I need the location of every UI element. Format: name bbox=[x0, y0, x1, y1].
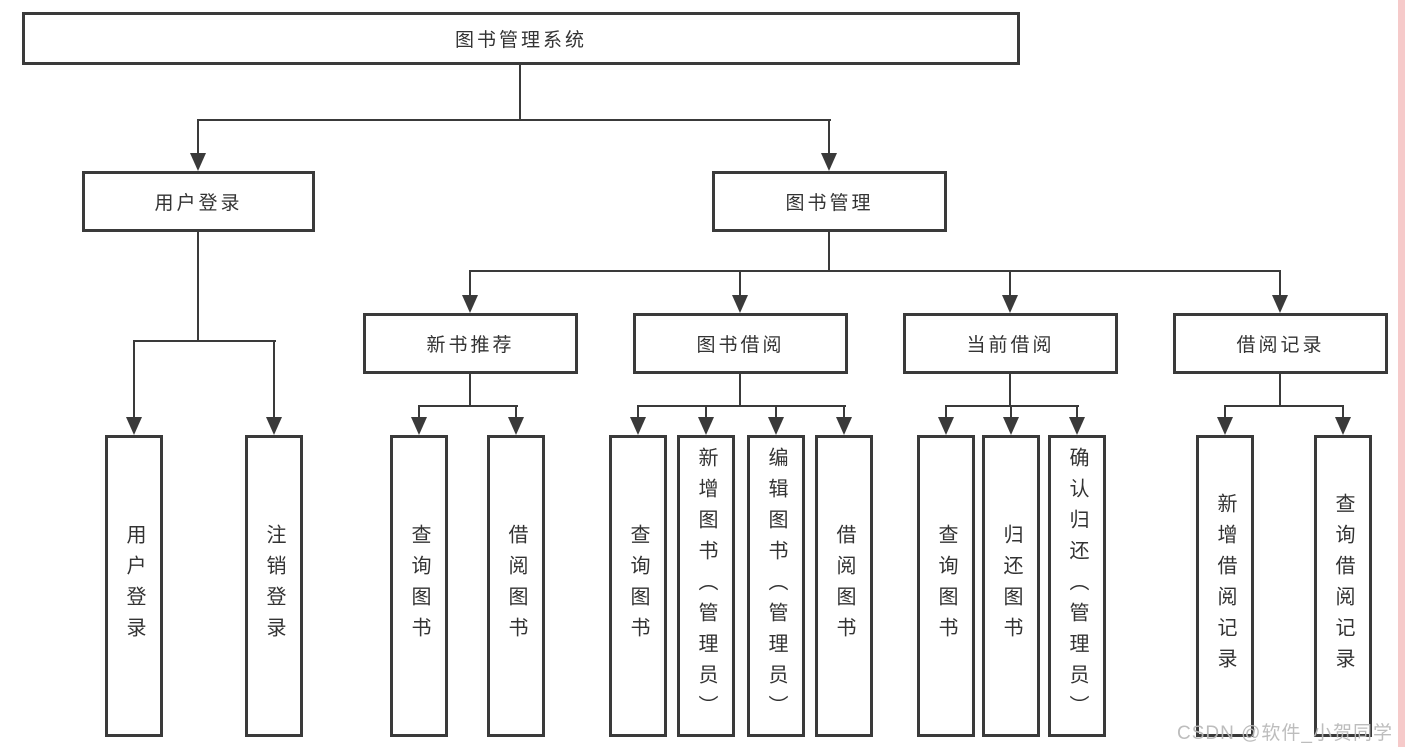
node-user-login-label: 用户登录 bbox=[154, 193, 243, 214]
connector-line bbox=[739, 374, 741, 407]
arrow-down-icon bbox=[836, 417, 852, 435]
node-library-system-label: 图书管理系统 bbox=[454, 30, 587, 51]
right-edge-strip bbox=[1398, 0, 1405, 747]
arrow-down-icon bbox=[411, 417, 427, 435]
connector-line bbox=[197, 119, 831, 121]
arrow-down-icon bbox=[462, 295, 478, 313]
connector-line bbox=[1010, 405, 1012, 420]
leaf-logout-label: 注销登录 bbox=[263, 524, 285, 648]
arrow-down-icon bbox=[821, 153, 837, 171]
connector-line bbox=[1342, 405, 1344, 420]
connector-line bbox=[705, 405, 707, 420]
arrow-down-icon bbox=[938, 417, 954, 435]
arrow-down-icon bbox=[732, 295, 748, 313]
leaf-bb-borrow-books-label: 借阅图书 bbox=[833, 524, 855, 648]
arrow-down-icon bbox=[630, 417, 646, 435]
leaf-bb-edit-books-admin-label: 编辑图书（管理员） bbox=[765, 446, 787, 726]
leaf-bb-borrow-books: 借阅图书 bbox=[815, 435, 873, 737]
leaf-nbr-query-books: 查询图书 bbox=[390, 435, 448, 737]
arrow-down-icon bbox=[508, 417, 524, 435]
leaf-cb-confirm-return-admin-label: 确认归还（管理员） bbox=[1066, 446, 1088, 726]
connector-line bbox=[469, 374, 471, 407]
node-book-management-label: 图书管理 bbox=[785, 193, 874, 214]
node-library-system: 图书管理系统 bbox=[22, 12, 1020, 65]
connector-line bbox=[775, 405, 777, 420]
arrow-down-icon bbox=[266, 417, 282, 435]
connector-line bbox=[945, 405, 1079, 407]
arrow-down-icon bbox=[1002, 295, 1018, 313]
node-borrowing-records: 借阅记录 bbox=[1173, 313, 1388, 374]
connector-line bbox=[418, 405, 420, 420]
leaf-br-query-record: 查询借阅记录 bbox=[1314, 435, 1372, 737]
leaf-br-add-record: 新增借阅记录 bbox=[1196, 435, 1254, 737]
connector-line bbox=[1279, 374, 1281, 407]
leaf-bb-query-books: 查询图书 bbox=[609, 435, 667, 737]
connector-line bbox=[1009, 270, 1011, 298]
arrow-down-icon bbox=[1335, 417, 1351, 435]
connector-line bbox=[469, 270, 1281, 272]
connector-line bbox=[133, 340, 276, 342]
connector-line bbox=[273, 340, 275, 420]
leaf-br-query-record-label: 查询借阅记录 bbox=[1332, 493, 1354, 679]
connector-line bbox=[1224, 405, 1226, 420]
connector-line bbox=[1224, 405, 1344, 407]
connector-line bbox=[739, 270, 741, 298]
arrow-down-icon bbox=[768, 417, 784, 435]
leaf-nbr-query-books-label: 查询图书 bbox=[408, 524, 430, 648]
connector-line bbox=[945, 405, 947, 420]
connector-line bbox=[637, 405, 639, 420]
watermark: CSDN @软件_小贺同学 bbox=[1177, 723, 1393, 744]
arrow-down-icon bbox=[1217, 417, 1233, 435]
connector-line bbox=[1076, 405, 1078, 420]
connector-line bbox=[1279, 270, 1281, 298]
connector-line bbox=[828, 232, 830, 272]
node-user-login: 用户登录 bbox=[82, 171, 315, 232]
connector-line bbox=[519, 65, 521, 121]
connector-line bbox=[469, 270, 471, 298]
leaf-bb-query-books-label: 查询图书 bbox=[627, 524, 649, 648]
node-book-borrowing: 图书借阅 bbox=[633, 313, 848, 374]
leaf-cb-query-books: 查询图书 bbox=[917, 435, 975, 737]
node-new-book-recommend: 新书推荐 bbox=[363, 313, 578, 374]
arrow-down-icon bbox=[126, 417, 142, 435]
connector-line bbox=[1009, 374, 1011, 407]
node-book-borrowing-label: 图书借阅 bbox=[696, 335, 785, 356]
leaf-cb-return-books: 归还图书 bbox=[982, 435, 1040, 737]
connector-line bbox=[197, 232, 199, 342]
connector-line bbox=[637, 405, 846, 407]
arrow-down-icon bbox=[1003, 417, 1019, 435]
leaf-bb-add-books-admin-label: 新增图书（管理员） bbox=[695, 446, 717, 726]
arrow-down-icon bbox=[1069, 417, 1085, 435]
node-book-management: 图书管理 bbox=[712, 171, 947, 232]
connector-line bbox=[418, 405, 518, 407]
leaf-bb-add-books-admin: 新增图书（管理员） bbox=[677, 435, 735, 737]
node-borrowing-records-label: 借阅记录 bbox=[1236, 335, 1325, 356]
connector-line bbox=[843, 405, 845, 420]
node-new-book-recommend-label: 新书推荐 bbox=[426, 335, 515, 356]
leaf-bb-edit-books-admin: 编辑图书（管理员） bbox=[747, 435, 805, 737]
connector-line bbox=[515, 405, 517, 420]
leaf-nbr-borrow-books: 借阅图书 bbox=[487, 435, 545, 737]
connector-line bbox=[133, 340, 135, 420]
leaf-user-login: 用户登录 bbox=[105, 435, 163, 737]
leaf-nbr-borrow-books-label: 借阅图书 bbox=[505, 524, 527, 648]
arrow-down-icon bbox=[1272, 295, 1288, 313]
leaf-user-login-label: 用户登录 bbox=[123, 524, 145, 648]
arrow-down-icon bbox=[698, 417, 714, 435]
connector-line bbox=[197, 119, 199, 158]
leaf-cb-confirm-return-admin: 确认归还（管理员） bbox=[1048, 435, 1106, 737]
node-current-borrowing: 当前借阅 bbox=[903, 313, 1118, 374]
node-current-borrowing-label: 当前借阅 bbox=[966, 335, 1055, 356]
leaf-cb-query-books-label: 查询图书 bbox=[935, 524, 957, 648]
arrow-down-icon bbox=[190, 153, 206, 171]
leaf-cb-return-books-label: 归还图书 bbox=[1000, 524, 1022, 648]
leaf-logout: 注销登录 bbox=[245, 435, 303, 737]
connector-line bbox=[828, 119, 830, 158]
leaf-br-add-record-label: 新增借阅记录 bbox=[1214, 493, 1236, 679]
